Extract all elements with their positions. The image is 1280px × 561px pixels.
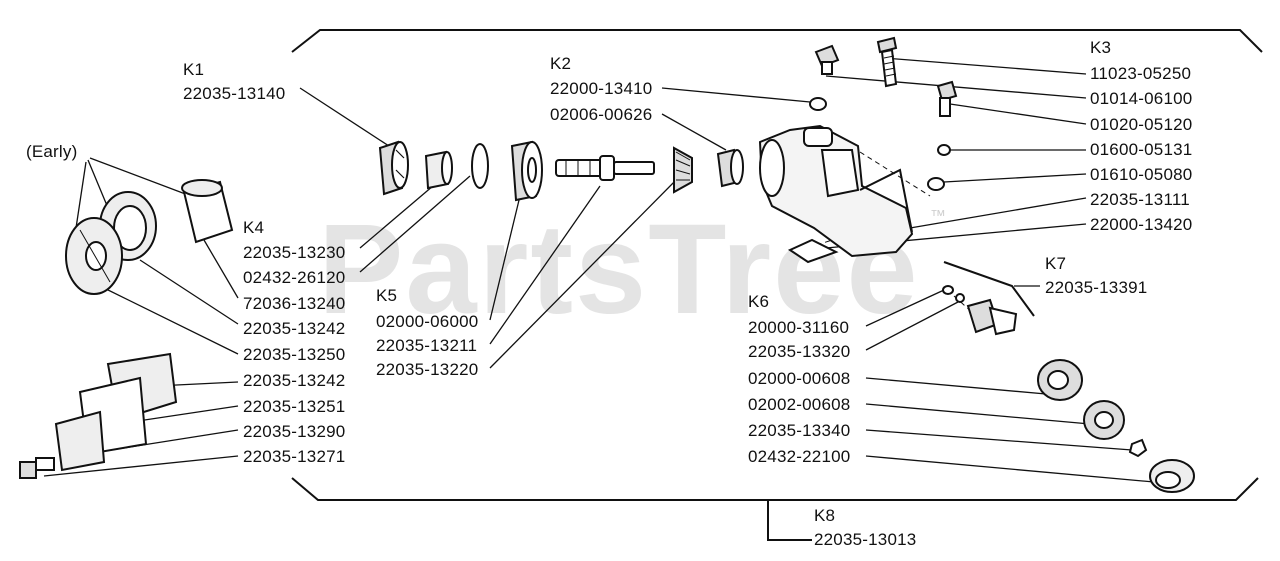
part-number-k3-3[interactable]: 01600-05131	[1090, 140, 1193, 159]
kit-label-k8: K8	[814, 506, 836, 525]
part-number-k3-1[interactable]: 01014-06100	[1090, 89, 1193, 108]
part-number-k6-3[interactable]: 02002-00608	[748, 395, 851, 414]
nut-part	[1128, 438, 1148, 458]
part-number-k6-4[interactable]: 22035-13340	[748, 421, 851, 440]
kit-label-k7: K7	[1045, 254, 1067, 273]
clamp-plate-part	[65, 217, 123, 295]
watermark-trademark: ™	[930, 208, 946, 225]
kit-label-k1: K1	[183, 60, 205, 79]
part-number-k8[interactable]: 22035-13013	[814, 530, 917, 549]
part-number-left-0[interactable]: 22035-13230	[243, 243, 346, 262]
kit-label-k4: K4	[243, 218, 265, 237]
k8-bracket	[767, 500, 812, 541]
part-number-k6-0[interactable]: 20000-31160	[748, 318, 850, 337]
part-number-k3-6[interactable]: 22000-13420	[1090, 215, 1193, 234]
part-number-k7[interactable]: 22035-13391	[1045, 278, 1148, 297]
part-number-k6-1[interactable]: 22035-13320	[748, 342, 851, 361]
bearing-k5-part	[510, 140, 543, 202]
part-number-left-8[interactable]: 22035-13271	[243, 447, 346, 466]
k7-bracket	[943, 261, 1035, 317]
gear-case-part	[758, 124, 914, 264]
part-number-left-7[interactable]: 22035-13290	[243, 422, 346, 441]
kit-label-k6: K6	[748, 292, 770, 311]
part-number-k3-4[interactable]: 01610-05080	[1090, 165, 1193, 184]
part-number-k2-1[interactable]: 02006-00626	[550, 105, 653, 124]
collar-part	[181, 179, 234, 244]
early-note: (Early)	[26, 142, 78, 161]
bearing-k6-part-1	[1037, 359, 1083, 401]
part-number-k5-2[interactable]: 22035-13220	[376, 360, 479, 379]
part-number-left-2[interactable]: 72036-13240	[243, 294, 346, 313]
kit-label-k3: K3	[1090, 38, 1112, 57]
part-number-k6-2[interactable]: 02000-00608	[748, 369, 851, 388]
pinion-gear-part	[942, 285, 1018, 336]
shaft-part	[555, 155, 655, 181]
part-number-left-6[interactable]: 22035-13251	[243, 397, 346, 416]
k3-hardware	[809, 36, 958, 191]
part-number-k1[interactable]: 22035-13140	[183, 84, 286, 103]
leader-lines	[43, 57, 1155, 483]
bolt-part	[19, 457, 55, 479]
snap-ring-part	[471, 143, 489, 189]
bevel-gear-part	[673, 146, 693, 194]
part-number-k3-0[interactable]: 11023-05250	[1090, 64, 1192, 83]
part-number-k6-5[interactable]: 02432-22100	[748, 447, 851, 466]
bearing-k2-part	[716, 148, 744, 188]
part-number-left-1[interactable]: 02432-26120	[243, 268, 346, 287]
part-number-k3-5[interactable]: 22035-13111	[1090, 190, 1190, 209]
kit-label-k5: K5	[376, 286, 398, 305]
part-number-left-3[interactable]: 22035-13242	[243, 319, 346, 338]
bearing-k1-part	[378, 140, 409, 196]
part-number-left-5[interactable]: 22035-13242	[243, 371, 346, 390]
frame-bottom	[291, 477, 1259, 501]
blade-guard-part	[54, 352, 178, 472]
part-number-left-4[interactable]: 22035-13250	[243, 345, 346, 364]
bearing-k6-part-2	[1083, 400, 1125, 440]
seal-part	[1149, 459, 1195, 493]
frame-top	[291, 29, 1263, 53]
part-number-k5-0[interactable]: 02000-06000	[376, 312, 479, 331]
kit-label-k2: K2	[550, 54, 572, 73]
part-number-k5-1[interactable]: 22035-13211	[376, 336, 478, 355]
part-number-k3-2[interactable]: 01020-05120	[1090, 115, 1193, 134]
part-number-k2-0[interactable]: 22000-13410	[550, 79, 653, 98]
sleeve-part	[424, 150, 453, 190]
